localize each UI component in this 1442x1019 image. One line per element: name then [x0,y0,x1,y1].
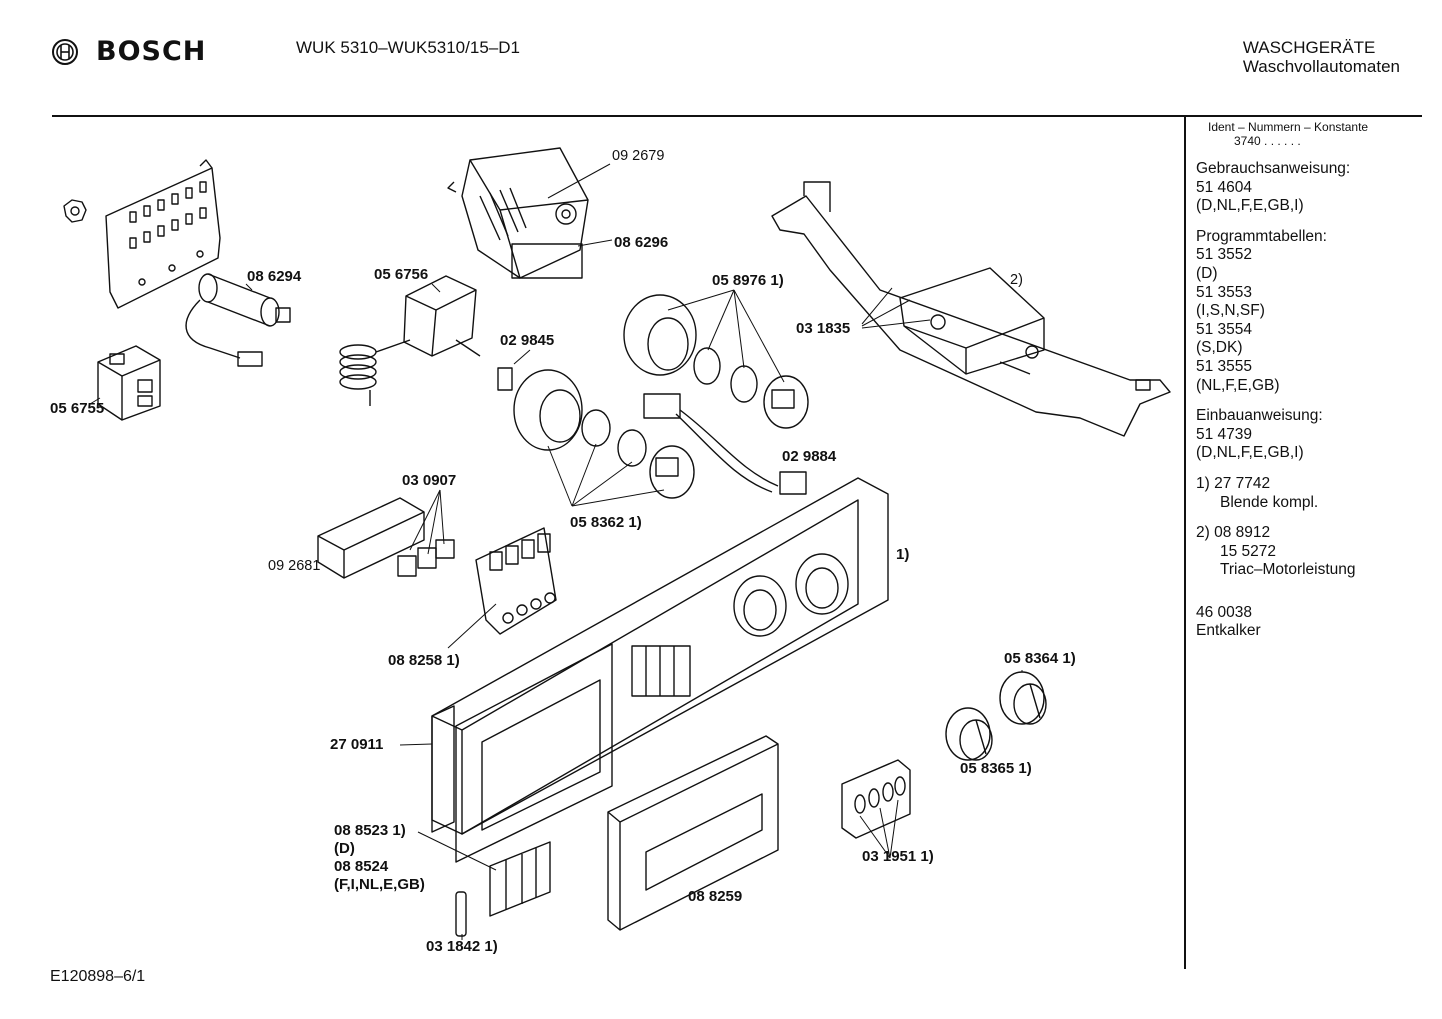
part-label: 27 0911 [330,736,384,753]
part-label: 05 8362 1) [570,514,642,531]
bosch-logo-icon [52,38,78,65]
part-label: 08 8258 1) [388,652,460,669]
programm-line: 51 3554 [1196,320,1253,338]
info-sidebar: Ident – Nummern – Konstante 3740 . . . .… [1196,120,1368,641]
door-switch-part [339,275,481,406]
ident-value: 3740 . . . . . . [1234,134,1301,148]
program-knob-part-2 [945,707,993,761]
note1-section: 1) 27 7742 Blende kompl. [1196,475,1368,512]
clip-part [455,891,467,937]
part-label: 08 6294 [247,268,302,285]
program-timer-part [447,147,589,279]
programm-line: (S,DK) [1196,339,1243,357]
extra-line-1: 46 0038 [1196,603,1253,621]
part-label: 08 6296 [614,234,669,251]
dial-ring-parts-upper [693,347,809,429]
part-label: 03 1951 1) [862,848,934,865]
part-label: 09 2679 [612,148,665,164]
part-label: 09 2681 [268,558,321,574]
gebrauch-line: (D,NL,F,E,GB,I) [1196,197,1304,215]
part-label: 05 6756 [374,266,429,283]
nut-part [63,199,87,223]
einbau-title: Einbauanweisung: [1196,407,1323,425]
part-label: 08 8524 [334,858,389,875]
switch-module-part [475,527,557,635]
electronics-bracket-part [771,181,1171,437]
gebrauch-title: Gebrauchsanweisung: [1196,160,1351,177]
relay-block-part [317,497,455,579]
transformer-part [97,345,161,421]
label-strip-part [489,841,551,917]
part-label: (D) [334,840,355,857]
programm-line: 51 3553 [1196,283,1253,301]
einbau-line: (D,NL,F,E,GB,I) [1196,444,1304,462]
programm-line: (I,S,N,SF) [1196,302,1265,320]
note2-section: 2) 08 8912 15 5272 Triac–Motorleistung [1196,524,1368,580]
push-button-set-part [841,759,911,839]
part-label: 05 8364 1) [1004,650,1076,667]
part-label: 02 9845 [500,332,555,349]
knob-part-2 [623,294,697,376]
ident-label: Ident – Nummern – Konstante [1208,120,1369,134]
einbau-section: Einbauanweisung: 51 4739 (D,NL,F,E,GB,I) [1196,407,1368,463]
connector-part [643,393,807,495]
note1-line-2: Blende kompl. [1220,493,1319,511]
program-knob-part-1 [999,671,1047,725]
note2-line-3: Triac–Motorleistung [1220,561,1356,579]
category-heading: WASCHGERÄTE Waschvollautomaten [1243,38,1400,76]
programm-title: Programmtabellen: [1196,227,1327,245]
capacitor-part [185,273,291,367]
note1-line-1: 1) 27 7742 [1196,474,1271,492]
programm-section: Programmtabellen: 51 3552 (D) 51 3553 (I… [1196,228,1368,395]
part-label: (F,I,NL,E,GB) [334,876,425,893]
extra-section: 46 0038 Entkalker [1196,604,1368,641]
header-divider [52,115,1422,117]
extra-line-2: Entkalker [1196,622,1261,640]
category-line-2: Waschvollautomaten [1242,57,1400,76]
dial-ring-parts-lower [581,409,695,499]
part-label: 05 6755 [50,400,105,417]
part-label: 03 1842 1) [426,938,498,955]
brand-name: BOSCH [96,36,207,67]
gebrauch-section: Gebrauchsanweisung: 51 4604 (D,NL,F,E,GB… [1196,160,1368,216]
part-label: 1) [896,546,910,563]
leader-lines [89,163,1023,940]
control-panel-fascia [431,477,889,835]
brand-header: BOSCH [50,36,206,67]
part-label: 2) [1010,272,1023,288]
category-line-1: WASCHGERÄTE [1242,38,1376,57]
mounting-plate-part [105,159,221,309]
drawer-front-part [431,643,613,863]
knob-part-1 [497,367,583,451]
programm-line: 51 3555 [1196,357,1253,375]
note2-line-1: 2) 08 8912 [1196,524,1271,542]
sidebar-divider [1184,116,1186,969]
part-label: 05 8976 1) [712,272,784,289]
exploded-parts-drawing [63,147,1171,940]
drawer-frame-part [607,735,779,931]
part-label: 05 8365 1) [960,760,1032,777]
part-label: 08 8259 [688,888,743,905]
programm-line: 51 3552 [1196,246,1253,264]
part-label: 03 1835 [796,320,851,337]
note2-line-2: 15 5272 [1220,542,1277,560]
part-label: 03 0907 [402,472,457,489]
gebrauch-line: 51 4604 [1196,178,1253,196]
model-number: WUK 5310–WUK5310/15–D1 [296,38,520,57]
einbau-line: 51 4739 [1196,425,1253,443]
programm-line: (NL,F,E,GB) [1196,376,1280,394]
programm-line: (D) [1196,264,1218,282]
part-label: 08 8523 1) [334,822,406,839]
part-label: 02 9884 [782,448,837,465]
drawing-code: E120898–6/1 [50,968,146,985]
